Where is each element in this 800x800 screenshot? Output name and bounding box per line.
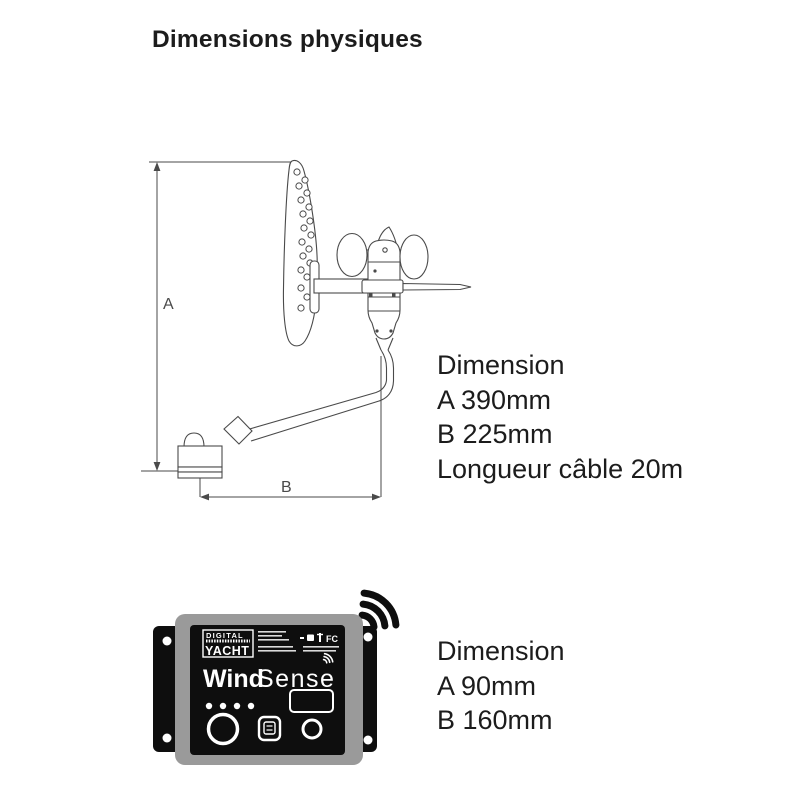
body-taper [387, 337, 394, 351]
spec-heading: Dimension [437, 636, 565, 666]
hub-tab [369, 293, 373, 297]
body-screw [375, 329, 379, 333]
sensor-spec-block: Dimension A 390mm B 225mm Longueur câble… [437, 348, 727, 486]
cable-left-edge [380, 349, 388, 380]
product-name-wind: Wind [203, 665, 264, 693]
windsense-device: DIGITAL YACHT FC Wind Sense [153, 589, 400, 765]
pointer-hub [361, 279, 404, 294]
vane-arm [313, 278, 369, 294]
brand-digital: DIGITAL [206, 631, 244, 640]
led-dot [233, 702, 241, 710]
pivot-dot [382, 247, 388, 253]
led-dot [247, 702, 255, 710]
wind-pointer-rod [402, 282, 472, 291]
base-block [177, 445, 223, 468]
small-button [301, 718, 323, 740]
spec-dimension-a: A 90mm [437, 670, 537, 701]
spec-dimension-a: A 390mm [437, 384, 552, 415]
dimension-lines: A B [141, 161, 382, 501]
product-name: Wind Sense [203, 665, 335, 693]
body-taper [375, 337, 382, 351]
wind-sensor-diagram: A B [141, 159, 472, 501]
tube-bottom-edge [250, 379, 395, 442]
screw-hole [363, 632, 373, 642]
screw-hole [363, 735, 373, 745]
mount-assembly [177, 337, 395, 479]
fine-print [258, 631, 339, 652]
digital-yacht-logo: DIGITAL YACHT [202, 629, 254, 658]
large-knob [206, 712, 240, 746]
cert-dash [300, 637, 304, 639]
dim-a-arrow-top [153, 162, 161, 171]
screw-hole [162, 636, 172, 646]
base-dome [183, 432, 205, 448]
cert-square-icon [307, 634, 314, 641]
screw-hole [162, 733, 172, 743]
wireless-signal-icon [358, 589, 400, 631]
spec-dimension-b: B 225mm [437, 419, 553, 449]
spec-heading: Dimension [437, 350, 565, 380]
base-band [177, 466, 223, 473]
dim-b-label: B [281, 479, 292, 496]
body-screw [373, 269, 377, 273]
spec-cable-length: Longueur câble 20m [437, 453, 684, 484]
led-indicators [205, 702, 255, 710]
device-spec-block: Dimension A 90mm B 160mm [437, 634, 727, 738]
vane-holes [293, 168, 315, 312]
display-window [289, 689, 334, 713]
mini-signal-icon [322, 652, 334, 664]
tube-top-edge [245, 379, 388, 431]
base-flange [177, 471, 223, 479]
brand-yacht: YACHT [205, 644, 249, 658]
tube-collar [223, 415, 253, 445]
dim-b-arrow-left [200, 493, 209, 501]
anemometer-cup-right [399, 234, 429, 280]
dim-b-arrow-right [372, 493, 381, 501]
usb-port [257, 715, 282, 742]
hub-tab [392, 293, 396, 297]
product-name-sense: Sense [257, 665, 335, 693]
cable-right-edge [387, 349, 395, 380]
dim-a-label: A [163, 296, 174, 313]
certification-marks: FC [300, 633, 338, 644]
body-screw [389, 329, 393, 333]
dim-a-arrow-bottom [153, 462, 161, 471]
wind-vane-fin [282, 159, 369, 347]
led-dot [205, 702, 213, 710]
fcc-mark: FC [326, 634, 338, 644]
led-dot [219, 702, 227, 710]
anemometer-cup-left [336, 232, 368, 278]
front-panel [205, 689, 334, 746]
page-title: Dimensions physiques [152, 26, 423, 53]
anemometer-head [336, 226, 472, 340]
spec-dimension-b: B 160mm [437, 705, 553, 735]
